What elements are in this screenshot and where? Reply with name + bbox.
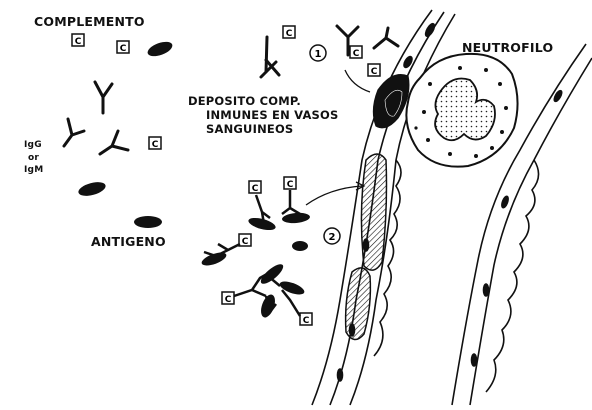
step-2-number: 2 bbox=[329, 232, 336, 243]
immune-deposit bbox=[346, 268, 371, 340]
neutrofilo-label: NEUTROFILO bbox=[462, 40, 553, 55]
complement-box: C bbox=[222, 292, 234, 305]
step-1-number: 1 bbox=[315, 49, 322, 60]
antibody-icon bbox=[261, 37, 279, 77]
complement-symbol: C bbox=[152, 140, 159, 150]
igg-label: IgG bbox=[24, 140, 42, 151]
step-1-marker: 1 bbox=[310, 45, 326, 61]
complement-box: C bbox=[239, 234, 251, 247]
complement-box: C bbox=[117, 41, 129, 54]
antibody-icon bbox=[64, 119, 84, 146]
antigeno-label: ANTIGENO bbox=[91, 234, 166, 249]
complement-symbol: C bbox=[353, 49, 360, 59]
antigen-ellipse bbox=[77, 180, 107, 199]
complement-symbol: C bbox=[371, 67, 378, 77]
complement-box: C bbox=[350, 46, 362, 59]
neutrophil-cell bbox=[406, 54, 517, 167]
antibody-icon bbox=[100, 131, 128, 154]
step-2-arrow bbox=[306, 186, 362, 205]
complement-symbol: C bbox=[120, 44, 127, 54]
complement-box: C bbox=[283, 26, 295, 39]
complement-box: C bbox=[368, 64, 380, 77]
complement-symbol: C bbox=[303, 316, 310, 326]
immune-complex: C C bbox=[222, 261, 312, 326]
immune-complex: C bbox=[200, 234, 308, 268]
complemento-label: COMPLEMENTO bbox=[34, 14, 145, 29]
antigen-ellipse bbox=[146, 39, 175, 59]
complement-symbol: C bbox=[286, 29, 293, 39]
complement-box: C bbox=[300, 313, 312, 326]
complement-symbol: C bbox=[287, 180, 294, 190]
step-1-arrow bbox=[345, 70, 370, 92]
complement-symbol: C bbox=[225, 295, 232, 305]
antibody-icon bbox=[374, 28, 398, 48]
complement-symbol: C bbox=[242, 237, 249, 247]
igm-label: IgM bbox=[24, 165, 43, 176]
complement-box: C bbox=[72, 34, 84, 47]
immune-complex: C C bbox=[247, 177, 310, 232]
deposito-label-line1: DEPOSITO COMP. bbox=[188, 95, 301, 108]
or-label: or bbox=[28, 153, 39, 164]
complement-box: C bbox=[284, 177, 296, 190]
deposito-label-line3: SANGUINEOS bbox=[206, 123, 293, 136]
step-2-marker: 2 bbox=[324, 228, 340, 244]
immune-deposit bbox=[373, 75, 408, 128]
step-1-group: C 1 C C bbox=[283, 26, 398, 92]
immune-deposit bbox=[361, 154, 386, 270]
deposito-label-line2: INMUNES EN VASOS bbox=[206, 109, 339, 122]
complement-symbol: C bbox=[75, 37, 82, 47]
antigen-ellipse bbox=[134, 216, 162, 228]
complement-box: C bbox=[249, 181, 261, 194]
antibody-icon bbox=[95, 82, 112, 113]
complement-symbol: C bbox=[252, 184, 259, 194]
complement-box: C bbox=[149, 137, 161, 150]
